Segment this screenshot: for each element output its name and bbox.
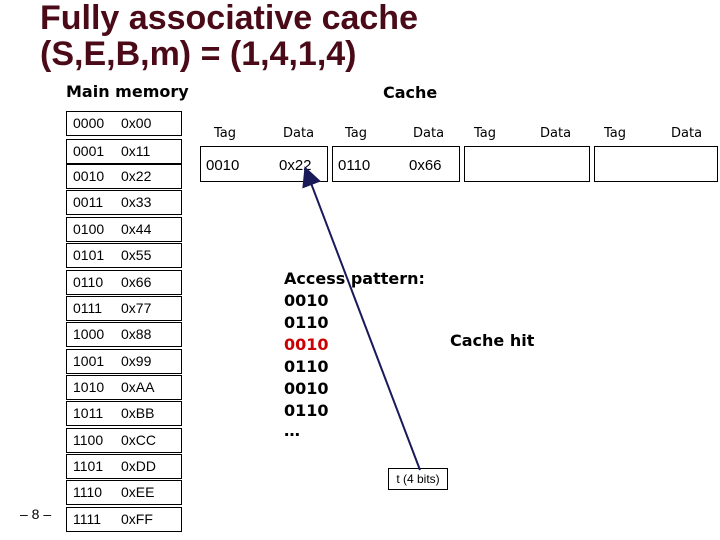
memory-value: 0x00	[121, 115, 152, 131]
access-pattern-item-highlighted: 0010	[284, 335, 329, 354]
slide-title: Fully associative cache (S,E,B,m) = (1,4…	[40, 0, 418, 72]
memory-value: 0xDD	[121, 458, 157, 474]
memory-value: 0x55	[121, 247, 152, 263]
access-pattern-item: 0010	[284, 291, 329, 310]
memory-address: 1101	[73, 458, 104, 474]
memory-value: 0xFF	[121, 511, 153, 527]
memory-row: 1110 0xEE	[66, 480, 182, 505]
memory-value: 0x11	[121, 143, 151, 159]
memory-address: 0010	[73, 168, 105, 184]
access-pattern-item: 0110	[284, 357, 329, 376]
hit-arrow-line	[302, 166, 421, 471]
memory-address: 0101	[73, 247, 105, 263]
memory-address: 0110	[73, 274, 104, 290]
memory-value: 0x88	[121, 326, 152, 342]
memory-row: 0000 0x00	[66, 111, 182, 136]
memory-row: 0111 0x77	[66, 296, 182, 321]
memory-row: 1001 0x99	[66, 349, 182, 374]
access-pattern-heading: Access pattern:	[284, 269, 425, 288]
cache-header-tag: Tag	[214, 126, 237, 141]
access-pattern-ellipsis: …	[284, 421, 300, 440]
cache-tag: 0010	[206, 157, 240, 174]
cache-header-data: Data	[413, 126, 445, 141]
main-memory-label: Main memory	[66, 82, 189, 101]
memory-value: 0x22	[121, 168, 152, 184]
memory-value: 0xEE	[121, 484, 155, 500]
cache-line	[594, 146, 718, 182]
memory-address: 1111	[73, 511, 102, 527]
cache-header-tag: Tag	[345, 126, 368, 141]
cache-header-tag: Tag	[604, 126, 627, 141]
memory-value: 0x33	[121, 194, 152, 210]
memory-row: 1000 0x88	[66, 322, 182, 347]
cache-tag: 0110	[338, 157, 371, 174]
memory-row: 0101 0x55	[66, 243, 182, 268]
cache-hit-label: Cache hit	[450, 331, 535, 350]
memory-row: 0100 0x44	[66, 217, 182, 242]
memory-value: 0xAA	[121, 379, 155, 395]
memory-address: 0001	[73, 143, 105, 159]
memory-address: 1010	[73, 379, 105, 395]
memory-address: 1001	[73, 353, 105, 369]
memory-value: 0xCC	[121, 432, 157, 448]
memory-address: 0011	[73, 194, 104, 210]
cache-line: 0110 0x66	[332, 146, 460, 182]
memory-address: 1110	[73, 484, 103, 500]
memory-address: 1100	[73, 432, 104, 448]
memory-row: 1011 0xBB	[66, 401, 182, 426]
title-line-2: (S,E,B,m) = (1,4,1,4)	[40, 35, 357, 73]
cache-line	[464, 146, 590, 182]
cache-label: Cache	[383, 83, 438, 102]
memory-address: 0000	[73, 115, 105, 131]
memory-row: 0001 0x11	[66, 139, 182, 164]
memory-row: 1100 0xCC	[66, 428, 182, 453]
memory-row: 1101 0xDD	[66, 454, 182, 479]
memory-row: 0010 0x22	[66, 164, 182, 189]
memory-row: 0011 0x33	[66, 190, 182, 215]
cache-data: 0x66	[409, 157, 442, 174]
memory-value: 0xBB	[121, 405, 155, 421]
memory-address: 1000	[73, 326, 105, 342]
memory-row: 1010 0xAA	[66, 375, 182, 400]
access-pattern-item: 0110	[284, 401, 329, 420]
memory-value: 0x66	[121, 274, 152, 290]
tag-bits-box: t (4 bits)	[388, 468, 448, 490]
access-pattern-item: 0110	[284, 313, 329, 332]
page-number: – 8 –	[20, 506, 52, 522]
memory-row: 1111 0xFF	[66, 507, 182, 532]
memory-row: 0110 0x66	[66, 270, 182, 295]
memory-address: 0100	[73, 221, 105, 237]
cache-header-data: Data	[671, 126, 703, 141]
memory-value: 0x77	[121, 300, 152, 316]
access-pattern-item: 0010	[284, 379, 329, 398]
title-line-1: Fully associative cache	[40, 0, 418, 37]
memory-value: 0x44	[121, 221, 152, 237]
cache-header-tag: Tag	[474, 126, 497, 141]
cache-header-data: Data	[283, 126, 315, 141]
memory-address: 1011	[73, 405, 104, 421]
cache-header-data: Data	[540, 126, 572, 141]
memory-value: 0x99	[121, 353, 152, 369]
memory-address: 0111	[73, 300, 103, 316]
